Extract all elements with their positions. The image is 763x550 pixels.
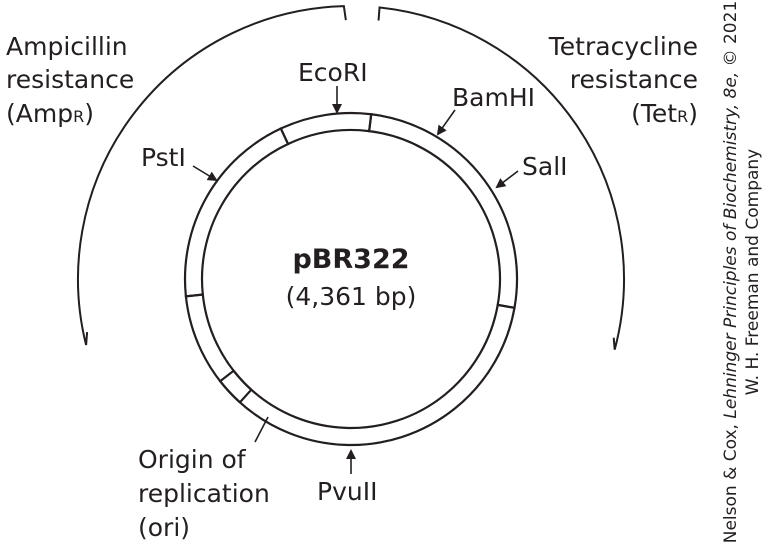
ampicillin-resistance-segment bbox=[183, 127, 290, 298]
tet-label-line1: Tetracycline bbox=[548, 32, 698, 61]
plasmid-size: (4,361 bp) bbox=[286, 282, 417, 311]
ori-label-line2: replication bbox=[138, 479, 270, 508]
origin-of-replication-label: Origin of replication (ori) bbox=[138, 445, 270, 542]
pvuii-site-label: PvuII bbox=[317, 477, 377, 506]
origin-of-replication-segment bbox=[218, 369, 253, 404]
sali-site-label: SalI bbox=[522, 152, 568, 181]
plasmid-name: pBR322 bbox=[292, 244, 409, 275]
amp-label-line3: (AmpR) bbox=[6, 99, 94, 128]
amp-label-line1: Ampicillin bbox=[6, 32, 128, 61]
ori-pointer-line bbox=[254, 416, 269, 443]
tetracycline-resistance-bracket bbox=[377, 6, 625, 350]
psti-site-label: PstI bbox=[141, 143, 186, 172]
ecori-site-label: EcoRI bbox=[298, 58, 368, 87]
sali-arrow bbox=[495, 170, 519, 189]
ori-label-line3: (ori) bbox=[138, 513, 190, 542]
ecori-region-segment bbox=[279, 111, 373, 146]
plasmid-backbone-segment bbox=[184, 293, 516, 447]
bamhi-site-label: BamHI bbox=[452, 83, 535, 112]
tetracycline-label: Tetracycline resistance (TetR) bbox=[548, 32, 698, 128]
tetracycline-resistance-segment bbox=[367, 113, 519, 310]
plasmid-ring bbox=[183, 111, 519, 447]
amp-label-line2: resistance bbox=[6, 65, 134, 94]
ampicillin-label: Ampicillin resistance (AmpR) bbox=[6, 32, 134, 128]
tet-label-line3: (TetR) bbox=[631, 99, 698, 128]
psti-arrow bbox=[192, 165, 218, 182]
bamhi-arrow bbox=[436, 109, 456, 136]
credit-line2: W. H. Freeman and Company bbox=[743, 149, 763, 395]
credit-line1: Nelson & Cox, Lehninger Principles of Bi… bbox=[721, 1, 741, 544]
tet-label-line2: resistance bbox=[570, 65, 698, 94]
ampicillin-resistance-bracket bbox=[77, 5, 347, 346]
credit-text: Nelson & Cox, Lehninger Principles of Bi… bbox=[721, 1, 763, 544]
ori-label-line1: Origin of bbox=[138, 445, 247, 474]
